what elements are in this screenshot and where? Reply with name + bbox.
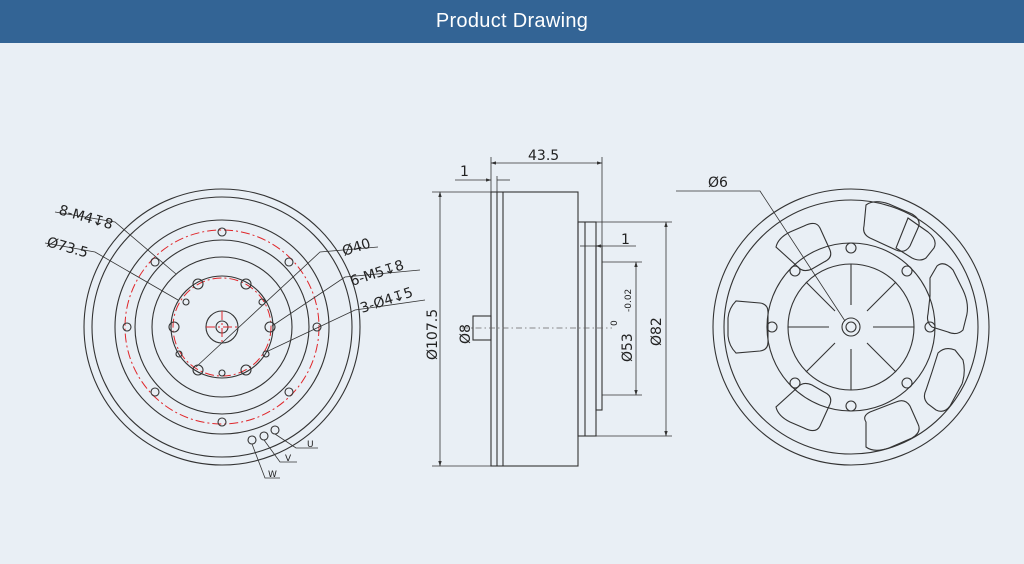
rear-window <box>775 382 832 432</box>
d4-hole <box>175 350 183 358</box>
label-d40: Ø40 <box>340 236 372 260</box>
m4-hole <box>150 257 160 267</box>
front-bolt-circle-inner <box>172 277 272 377</box>
phase-u-hole <box>270 425 280 435</box>
rear-spoke <box>805 281 836 312</box>
front-ring-1 <box>114 219 330 435</box>
m4-hole <box>217 417 227 427</box>
side-view: 43.5 1 1 Ø107.5 Ø8 Ø53 0 -0.02 Ø82 <box>425 148 672 467</box>
m4-hole <box>312 322 322 332</box>
label-d735: Ø73.5 <box>45 234 90 261</box>
label-v: V <box>285 454 292 464</box>
label-d1075: Ø107.5 <box>425 309 441 360</box>
m5-hole <box>192 278 204 290</box>
rear-holes <box>766 242 936 412</box>
phase-v-hole <box>259 431 269 441</box>
rear-hole <box>924 321 936 333</box>
front-outer-rim <box>83 188 361 466</box>
m4-hole <box>217 227 227 237</box>
rear-window <box>864 400 920 451</box>
rear-spoke <box>866 342 897 373</box>
label-u: U <box>307 440 314 450</box>
label-d82: Ø82 <box>649 317 665 346</box>
m5-hole <box>240 278 252 290</box>
rear-window <box>727 300 769 354</box>
rear-hole <box>766 321 778 333</box>
label-d8: Ø8 <box>458 324 474 344</box>
phase-v-leader <box>263 439 297 463</box>
front-rim-inner <box>91 196 353 458</box>
rear-rim-inner <box>723 199 979 455</box>
rear-shaft <box>841 317 861 337</box>
header-bar: Product Drawing <box>0 0 1024 43</box>
label-w: W <box>268 470 277 480</box>
rear-shaft-bore <box>845 321 857 333</box>
rear-hole <box>789 265 801 277</box>
side-body <box>490 191 579 467</box>
m5-hole <box>240 364 252 376</box>
m5-hole <box>168 321 180 333</box>
phase-w-hole <box>247 435 257 445</box>
front-ring-3 <box>151 256 293 398</box>
m4-holes <box>122 227 322 427</box>
rear-spoke <box>866 281 897 312</box>
phase-u-leader <box>274 433 318 449</box>
rear-hole <box>901 265 913 277</box>
m4-hole <box>284 257 294 267</box>
label-d53: Ø53 <box>620 333 636 362</box>
label-d6: Ø6 <box>708 175 728 191</box>
rear-hole <box>845 242 857 254</box>
m4-hole <box>150 387 160 397</box>
m4-hole <box>122 322 132 332</box>
d4-hole <box>182 298 190 306</box>
m5-leader <box>271 269 421 327</box>
front-bolt-circle-outer <box>124 229 320 425</box>
label-m5: 6-M5↧8 <box>348 257 406 289</box>
label-step: 1 <box>621 232 630 248</box>
rear-spoke <box>805 342 836 373</box>
rear-hole <box>901 377 913 389</box>
front-ring-2 <box>134 239 310 415</box>
rear-window <box>775 222 832 272</box>
rear-windows <box>727 201 969 451</box>
page-title: Product Drawing <box>435 10 589 32</box>
rear-hole <box>845 400 857 412</box>
d4-holes <box>175 298 270 377</box>
rear-outer-rim <box>712 188 990 466</box>
side-rear-step <box>577 221 597 437</box>
d4-hole <box>262 350 270 358</box>
rear-window-small <box>895 217 936 261</box>
m5-holes <box>168 278 276 376</box>
label-tol-lower: -0.02 <box>624 289 634 312</box>
front-ring-4 <box>170 275 274 379</box>
rear-window <box>863 201 920 252</box>
m5-hole <box>264 321 276 333</box>
label-width: 43.5 <box>528 148 559 164</box>
d4-hole <box>218 369 226 377</box>
m4-hole <box>284 387 294 397</box>
rear-view: Ø6 <box>676 175 990 466</box>
product-drawing: 8-M4↧8 Ø73.5 Ø40 6-M5↧8 3-Ø4↧5 W V U 43.… <box>0 43 1024 560</box>
rear-hole <box>789 377 801 389</box>
d735-leader <box>44 242 179 301</box>
d4-leader <box>265 299 426 353</box>
m4-leader <box>54 211 177 275</box>
d40-leader <box>195 246 379 368</box>
front-view: 8-M4↧8 Ø73.5 Ø40 6-M5↧8 3-Ø4↧5 W V U <box>44 188 426 480</box>
d6-leader <box>676 190 846 322</box>
phase-w-leader <box>251 443 280 479</box>
label-flange: 1 <box>460 164 469 180</box>
rear-window <box>926 263 969 335</box>
rear-window <box>923 347 965 412</box>
label-m4: 8-M4↧8 <box>57 202 115 233</box>
label-d4: 3-Ø4↧5 <box>358 285 415 317</box>
label-tol-upper: 0 <box>610 320 620 326</box>
d4-hole <box>258 298 266 306</box>
rear-spokes <box>788 264 914 390</box>
